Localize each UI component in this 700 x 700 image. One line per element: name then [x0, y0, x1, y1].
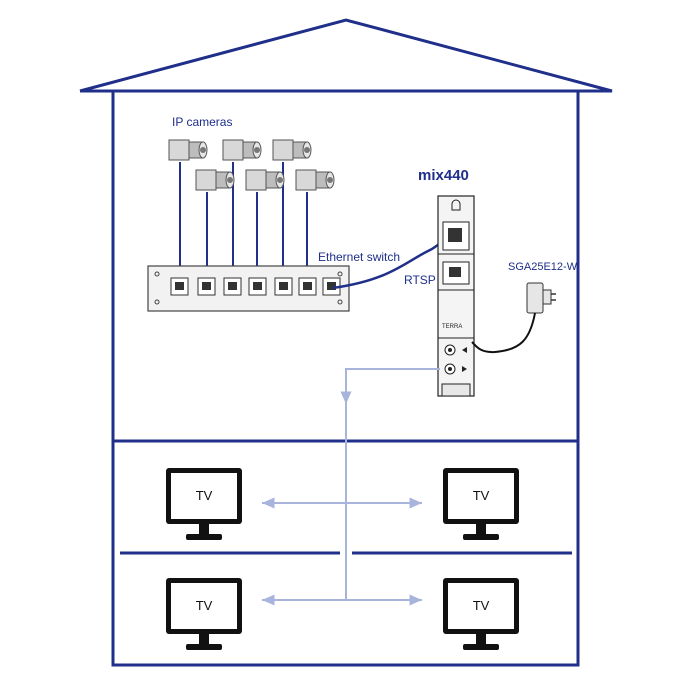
ethernet-switch-label: Ethernet switch	[318, 250, 400, 264]
coax-distribution	[262, 368, 440, 606]
tv-label: TV	[473, 488, 490, 503]
device-brand: TERRA	[442, 324, 462, 330]
tv-label: TV	[196, 488, 213, 503]
tv-top-right: TV	[443, 468, 519, 540]
tv-bottom-right: TV	[443, 578, 519, 650]
ip-camera-icon	[272, 139, 312, 161]
rtsp-label: RTSP	[404, 273, 436, 287]
ip-camera-icon	[295, 169, 335, 191]
ip-camera-group	[168, 139, 335, 191]
power-supply-icon	[526, 282, 556, 314]
house-outline	[79, 18, 613, 667]
ethernet-switch	[147, 265, 350, 312]
tv-icon	[166, 578, 242, 650]
tv-label: TV	[196, 598, 213, 613]
tv-bottom-left: TV	[166, 578, 242, 650]
tv-label: TV	[473, 598, 490, 613]
power-supply-label: SGA25E12-W	[508, 261, 578, 273]
tv-icon	[443, 578, 519, 650]
ip-cameras-label: IP cameras	[172, 115, 232, 129]
tv-icon	[166, 468, 242, 540]
tv-icon	[443, 468, 519, 540]
power-cable	[471, 312, 536, 354]
mix440-device: TERRA	[437, 195, 475, 397]
camera-cables	[179, 162, 308, 278]
device-title: mix440	[418, 167, 469, 184]
ip-camera-icon	[222, 139, 262, 161]
tv-top-left: TV	[166, 468, 242, 540]
ip-camera-icon	[168, 139, 208, 161]
ip-camera-icon	[195, 169, 235, 191]
ip-camera-icon	[245, 169, 285, 191]
